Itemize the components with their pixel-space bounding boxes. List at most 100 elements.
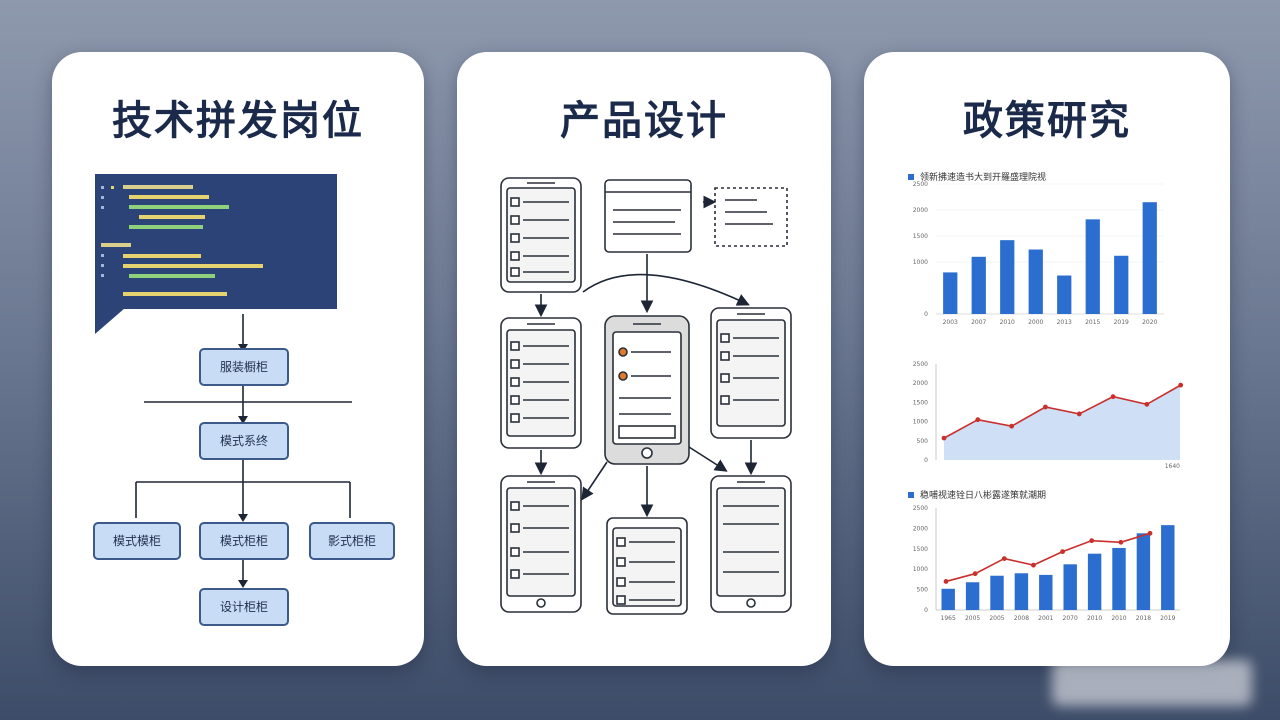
x-tick-label: 2005 xyxy=(965,615,980,622)
data-point xyxy=(1118,539,1124,545)
data-point xyxy=(975,417,981,423)
data-point xyxy=(1001,556,1007,561)
phone-wireframe-1 xyxy=(500,177,582,293)
y-tick-label: 2500 xyxy=(913,181,928,188)
bar xyxy=(1112,547,1126,610)
card-title: 技术拼发岗位 xyxy=(112,98,364,144)
bar xyxy=(1000,240,1015,314)
bar xyxy=(1014,573,1029,610)
wireframe-sketch xyxy=(500,177,792,615)
y-tick-label: 2500 xyxy=(913,505,928,512)
x-tick-label: 2001 xyxy=(1038,615,1053,622)
flow-node-1: 服装橱柜 xyxy=(199,348,289,386)
data-point xyxy=(1009,423,1015,429)
data-point xyxy=(941,435,947,441)
y-tick-label: 1500 xyxy=(913,546,928,553)
x-tick-label: 2013 xyxy=(1057,319,1072,326)
x-tick-label: 2005 xyxy=(989,615,1004,622)
flow-node-3: 模式模柜 xyxy=(93,522,181,560)
y-tick-label: 1500 xyxy=(913,399,928,406)
x-tick-label: 1965 xyxy=(941,615,956,622)
data-point xyxy=(1178,382,1184,388)
chart3-title: 稳哺视速铨日八彬露遂策就潮期 xyxy=(920,491,1047,501)
data-point xyxy=(1060,549,1065,555)
legend-swatch xyxy=(908,174,914,180)
x-tick-label: 2019 xyxy=(1114,319,1129,326)
x-tick-label: 2018 xyxy=(1136,615,1151,622)
bar xyxy=(1085,219,1100,314)
x-tick-label: 2000 xyxy=(1028,319,1043,326)
x-tick-label: 1640 xyxy=(1165,463,1180,470)
bar-chart-1: 0 1000 1500 2000 2500 2003 2007 2010 2000 2013 201… xyxy=(913,181,1164,326)
bar xyxy=(971,256,986,314)
series-line xyxy=(945,532,1151,583)
flow-node-2: 模式系终 xyxy=(199,422,289,460)
data-point xyxy=(1147,530,1153,536)
bar xyxy=(941,588,955,610)
bar xyxy=(1142,202,1157,314)
bar xyxy=(965,582,980,610)
x-tick-label: 2010 xyxy=(1000,319,1015,326)
data-point xyxy=(1110,394,1116,400)
bar xyxy=(1063,564,1077,610)
card-tech-dev: 技术拼发岗位 xyxy=(52,52,424,666)
y-tick-label: 1000 xyxy=(913,566,928,573)
data-point xyxy=(972,571,978,577)
chart3-title-row: 稳哺视速铨日八彬露遂策就潮期 xyxy=(908,488,1046,501)
x-tick-label: 2019 xyxy=(1160,615,1175,622)
x-tick-label: 2003 xyxy=(943,319,958,326)
bar xyxy=(990,575,1004,610)
flow-node-6: 设计柜柜 xyxy=(199,588,289,626)
code-panel-tail xyxy=(95,308,125,334)
legend-swatch xyxy=(908,492,914,498)
y-tick-label: 2500 xyxy=(913,361,928,368)
browser-wireframe xyxy=(604,179,692,253)
bar xyxy=(943,272,958,314)
y-tick-label: 1000 xyxy=(913,419,928,426)
chart1-title-row: 领新拂速造书大到开羅盛理院视 xyxy=(908,170,1046,183)
data-point xyxy=(1089,538,1095,544)
combo-chart-3: 0 500 1000 1500 2000 2500 1965 2005 2005 2008 2001… xyxy=(913,505,1180,622)
x-tick-label: 2015 xyxy=(1085,319,1100,326)
watermark-blur xyxy=(1052,660,1252,706)
card-product-design: 产品设计 xyxy=(457,52,831,666)
y-tick-label: 500 xyxy=(917,438,929,445)
data-point xyxy=(1031,562,1036,568)
area-fill xyxy=(944,377,1181,460)
bar xyxy=(1087,553,1102,610)
bar xyxy=(1114,255,1129,314)
bar xyxy=(1039,574,1053,610)
series-line xyxy=(943,384,1182,439)
y-tick-label: 1000 xyxy=(913,259,928,266)
y-tick-label: 500 xyxy=(917,587,929,594)
area-chart-2: 0 500 1000 1500 2000 2500 1640 xyxy=(913,361,1184,470)
card-title: 产品设计 xyxy=(560,98,728,144)
x-tick-label: 2020 xyxy=(1142,319,1157,326)
y-tick-label: 0 xyxy=(924,457,928,464)
data-point xyxy=(1043,404,1048,410)
y-tick-label: 0 xyxy=(924,607,928,614)
x-tick-label: 2007 xyxy=(971,319,986,326)
bar xyxy=(1028,249,1043,314)
card-policy-research: 政策研究 领新拂速造书大到开羅盛理院视 0 1000 1500 2000 2500 200… xyxy=(864,52,1230,666)
x-tick-label: 2008 xyxy=(1014,615,1029,622)
flow-node-5: 影式柜柜 xyxy=(309,522,395,560)
y-tick-label: 0 xyxy=(924,311,928,318)
y-tick-label: 2000 xyxy=(913,380,928,387)
x-tick-label: 2010 xyxy=(1087,615,1102,622)
chart1-title: 领新拂速造书大到开羅盛理院视 xyxy=(920,173,1047,183)
bar xyxy=(1161,525,1175,610)
data-point xyxy=(943,579,949,584)
data-point xyxy=(1076,411,1082,417)
code-lines xyxy=(101,185,263,296)
code-snippet-panel xyxy=(95,174,337,309)
y-tick-label: 2000 xyxy=(913,525,928,532)
bar xyxy=(1136,533,1151,610)
x-tick-label: 2010 xyxy=(1111,615,1126,622)
x-tick-label: 2070 xyxy=(1063,615,1078,622)
y-tick-label: 1500 xyxy=(913,233,928,240)
data-point xyxy=(1144,401,1150,407)
flow-node-4: 模式柜柜 xyxy=(199,522,289,560)
card-title: 政策研究 xyxy=(963,98,1131,144)
y-tick-label: 2000 xyxy=(913,207,928,214)
